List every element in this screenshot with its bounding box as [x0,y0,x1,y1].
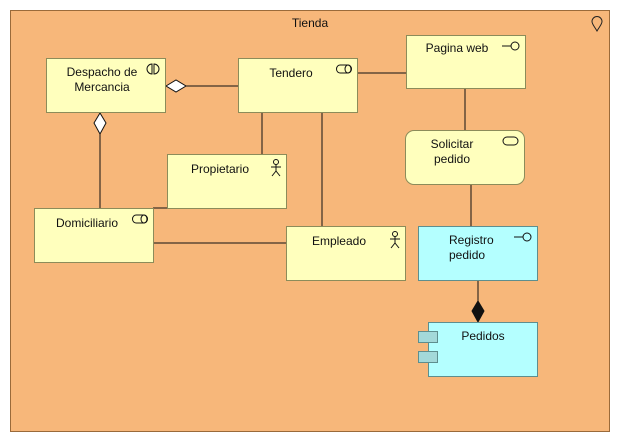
node-label: Empleado [311,234,367,248]
node-tendero[interactable]: Tendero [238,58,358,113]
node-label: Registro pedido [449,233,494,262]
business-actor-icon [390,231,400,249]
node-label: Despacho de Mercancia [66,65,138,94]
business-actor-icon [271,159,281,177]
application-component-icon [418,331,438,367]
node-pagina-web[interactable]: Pagina web [406,35,526,89]
business-service-icon [502,136,519,146]
node-domiciliario[interactable]: Domiciliario [34,208,154,263]
business-role-icon [336,64,352,74]
application-interface-icon [514,232,532,242]
node-label: Pedidos [461,329,505,343]
node-label: Domiciliario [55,216,118,230]
node-label: Propietario [190,162,250,176]
business-interface-icon [502,41,520,51]
node-pedidos[interactable]: Pedidos [428,322,538,377]
business-role-icon [132,214,148,224]
node-registro-pedido[interactable]: Registro pedido [418,226,538,281]
group-title: Tienda [291,16,329,30]
business-interaction-icon [146,63,160,75]
node-propietario[interactable]: Propietario [167,154,287,209]
location-icon [591,16,603,32]
node-solicitar-pedido[interactable]: Solicitar pedido [405,130,525,185]
node-despacho-de-mercancia[interactable]: Despacho de Mercancia [46,58,166,113]
node-label: Tendero [269,66,313,80]
node-label: Pagina web [425,41,489,55]
node-empleado[interactable]: Empleado [286,226,406,281]
node-label: Solicitar pedido [430,137,474,166]
